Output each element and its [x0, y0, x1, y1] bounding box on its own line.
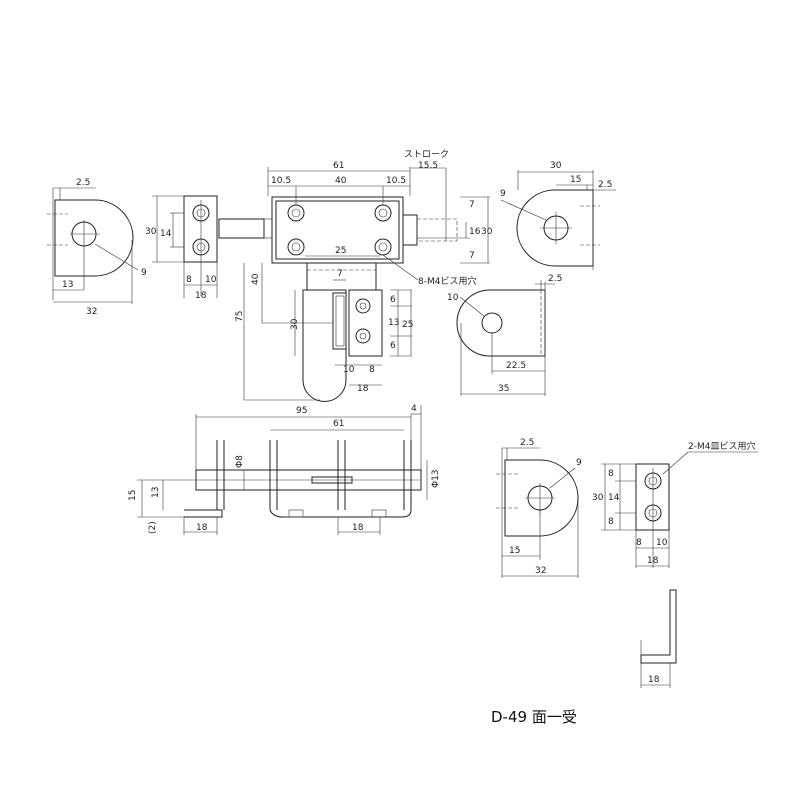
dim-18: 18	[648, 675, 660, 685]
dim-8-handle: 8	[369, 365, 375, 375]
handle-view: 25 40 75 8-M4ビス用穴 7 30 6 13 25 6 10 8 18	[235, 246, 476, 402]
receiver-view: 2.5 9 15 32	[496, 438, 582, 578]
dim-18-right: 18	[352, 523, 364, 533]
dim-61: 61	[333, 161, 344, 171]
dim-95: 95	[296, 406, 307, 416]
side-view: 95 61 4 Φ8 Φ13 15 13 (2) 18 18	[128, 404, 441, 535]
dim-7-bottom: 7	[469, 251, 475, 261]
dim-30-handle: 30	[290, 318, 300, 330]
stroke-value: 15.5	[418, 161, 438, 171]
dim-30: 30	[592, 493, 604, 503]
left-bracket-view: 2.5 13 32 9	[47, 178, 147, 317]
dim-18: 18	[195, 291, 207, 301]
dim-15: 15	[570, 175, 581, 185]
strike-plate-view: 30 14 8 10 18	[145, 195, 218, 301]
drawing-caption: D-49 面一受	[491, 708, 577, 726]
right-bracket-top-view: 30 15 2.5 9	[500, 161, 616, 270]
angle-profile-view: 18	[640, 589, 677, 688]
dim-9: 9	[500, 189, 506, 199]
dim-2-5: 2.5	[548, 274, 562, 284]
dim-8: 8	[636, 538, 642, 548]
dim-30-right: 30	[481, 227, 493, 237]
dim-22-5: 22.5	[506, 361, 526, 371]
dim-18-left: 18	[196, 523, 208, 533]
dim-14: 14	[160, 229, 172, 239]
screw-note-8-m4: 8-M4ビス用穴	[418, 275, 476, 287]
dim-2-5: 2.5	[598, 180, 612, 190]
dim-2-5: 2.5	[76, 178, 90, 188]
dim-7-top: 7	[469, 200, 475, 210]
dim-9: 9	[576, 458, 582, 468]
dim-8: 8	[186, 275, 192, 285]
dim-61: 61	[333, 419, 344, 429]
dim-18: 18	[647, 556, 659, 566]
dim-7-handle: 7	[337, 269, 343, 279]
dim-6-bottom: 6	[390, 341, 396, 351]
dim-14: 14	[608, 493, 620, 503]
dim-10-handle: 10	[343, 365, 355, 375]
dim-25: 25	[335, 246, 346, 256]
dim-40-vert: 40	[251, 273, 261, 285]
dim-10: 10	[447, 293, 459, 303]
dim-15: 15	[509, 546, 520, 556]
receiver-plate-view: 2-M4皿ビス用穴 8 14 8 30 8 10 18	[592, 440, 758, 568]
dim-8-bottom: 8	[608, 517, 614, 527]
dim-16: 16	[469, 227, 481, 237]
dim-30: 30	[145, 227, 157, 237]
dim-10-5-left: 10.5	[271, 176, 291, 186]
dim-32: 32	[86, 307, 97, 317]
dim-9: 9	[141, 268, 147, 278]
dim-40: 40	[335, 176, 347, 186]
bolt-body-view: 61 10.5 40 10.5 ストローク 15.5 7 16 30 7	[218, 149, 493, 264]
dim-2-5: 2.5	[520, 438, 534, 448]
dim-13: 13	[62, 280, 73, 290]
dim-10: 10	[205, 275, 217, 285]
dim-2: (2)	[148, 521, 158, 534]
dim-phi8: Φ8	[235, 455, 245, 468]
dim-phi13: Φ13	[431, 469, 441, 488]
dim-10-5-right: 10.5	[386, 176, 406, 186]
stroke-label: ストローク	[404, 149, 449, 160]
dim-13-handle: 13	[388, 318, 399, 328]
dim-13: 13	[151, 487, 161, 498]
dim-4: 4	[411, 404, 417, 414]
right-bracket-mid-view: 10 2.5 22.5 35	[447, 274, 562, 396]
screw-note-2-m4: 2-M4皿ビス用穴	[688, 440, 755, 452]
dim-18-handle: 18	[357, 384, 369, 394]
dim-10: 10	[656, 538, 668, 548]
dim-35: 35	[498, 384, 509, 394]
dim-25-handle: 25	[402, 320, 413, 330]
dim-8-top: 8	[608, 469, 614, 479]
dim-6-top: 6	[390, 295, 396, 305]
dim-30: 30	[550, 161, 562, 171]
dim-75: 75	[235, 311, 245, 322]
dim-32: 32	[535, 566, 546, 576]
dim-15: 15	[128, 490, 138, 501]
